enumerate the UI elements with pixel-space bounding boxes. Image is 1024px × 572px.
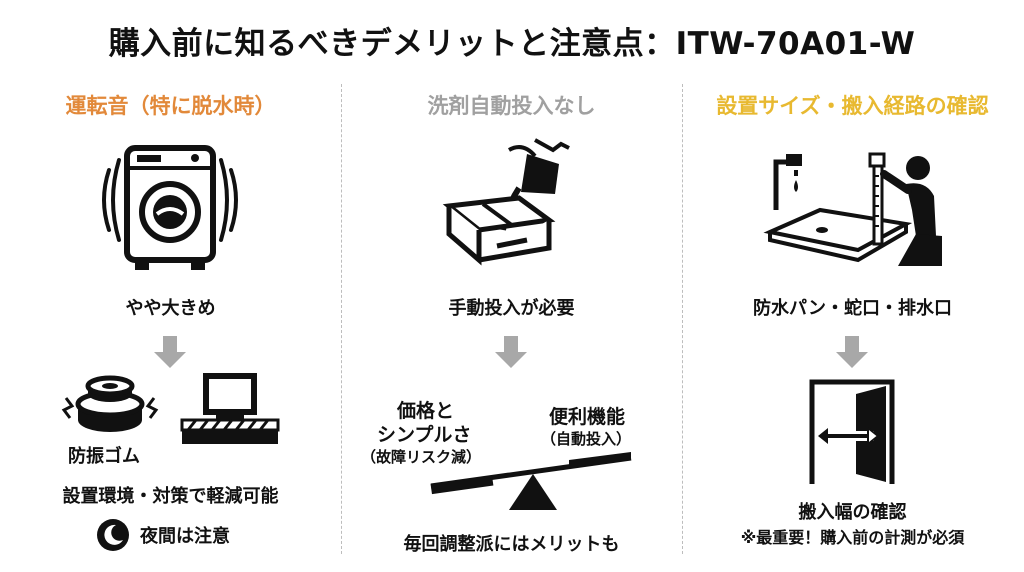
install-heading: 設置サイズ・搬入経路の確認 — [716, 94, 989, 118]
vibrating-washing-machine-icon — [102, 145, 238, 270]
down-arrow-icon — [154, 336, 186, 368]
rubber-label: 防振ゴム — [68, 446, 140, 467]
mitigation-caption: 設置環境・対策で軽減可能 — [62, 486, 279, 507]
noise-heading: 運転音（特に脱水時） — [65, 94, 276, 118]
column-divider — [682, 84, 683, 554]
night-caution: 夜間は注意 — [140, 526, 230, 547]
detergent-caption: 手動投入が必要 — [448, 298, 575, 319]
noise-column: 運転音（特に脱水時） やや大きめ 防振ゴム — [0, 82, 341, 562]
down-arrow-icon — [836, 336, 868, 368]
noise-caption: やや大きめ — [125, 298, 216, 319]
width-check-label: 搬入幅の確認 — [798, 502, 907, 523]
detergent-heading: 洗剤自動投入なし — [427, 94, 596, 118]
column-divider — [341, 84, 342, 554]
failure-risk-label: （故障リスク減） — [361, 448, 482, 466]
auto-dispense-label: （自動投入） — [541, 430, 632, 448]
door-width-icon — [809, 379, 895, 484]
pouring-detergent-icon — [442, 138, 570, 266]
rubber-pad-icon — [61, 375, 159, 432]
install-caption: 防水パン・蛇口・排水口 — [753, 298, 952, 319]
anti-vibration-base-icon — [180, 373, 280, 444]
down-arrow-icon — [495, 336, 527, 368]
install-column: 設置サイズ・搬入経路の確認 防水パン・蛇口・排水口 搬入幅の確認 ※最重要！購入… — [682, 82, 1023, 562]
detergent-footer: 毎回調整派にはメリットも — [403, 534, 620, 555]
price-label: 価格と — [397, 400, 455, 422]
seesaw-icon — [430, 452, 632, 510]
page-title: 購入前に知るべきデメリットと注意点：ITW-70A01-W — [108, 26, 916, 62]
measurement-warning: ※最重要！購入前の計測が必須 — [740, 528, 965, 547]
simplicity-label: シンプルさ — [377, 424, 472, 446]
convenience-label: 便利機能 — [549, 406, 626, 428]
detergent-column: 洗剤自動投入なし 手動投入が必要 価格と シンプルさ （故障リスク減） 便利機能… — [341, 82, 682, 562]
measuring-person-icon — [763, 152, 942, 266]
moon-icon — [97, 519, 129, 551]
